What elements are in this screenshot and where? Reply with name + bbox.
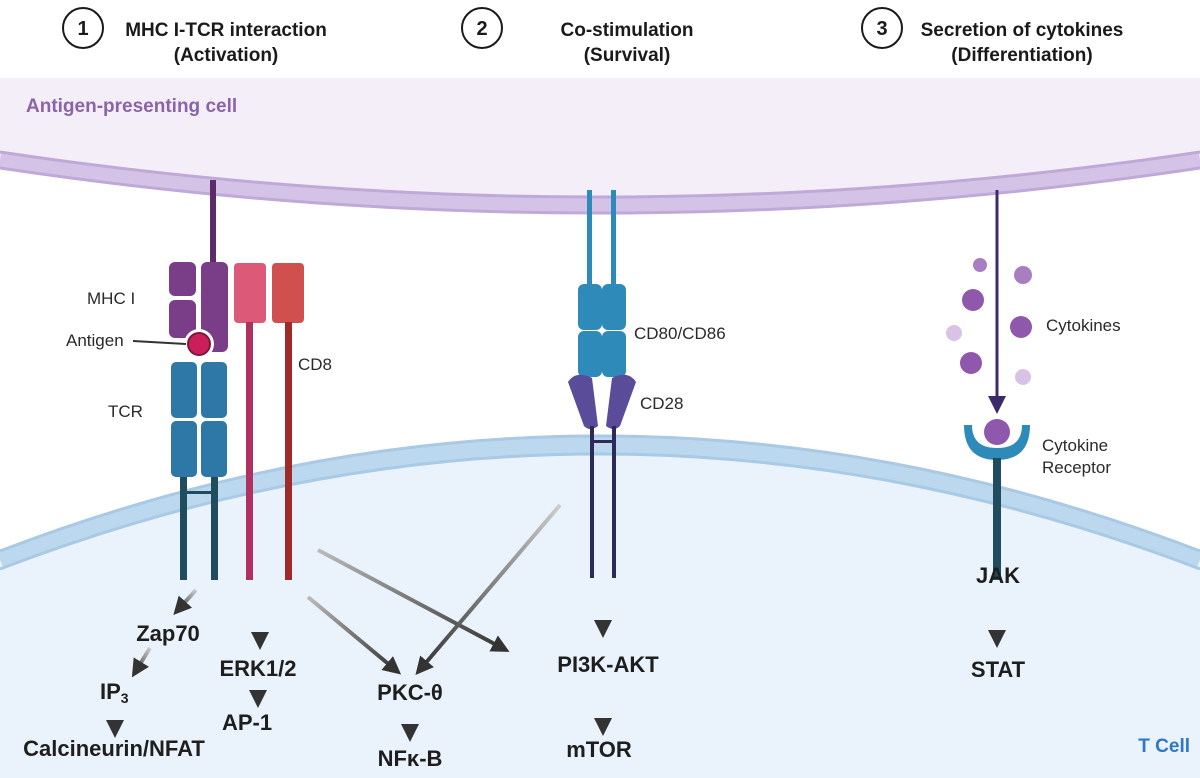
nfkb-label: NFκ-B [378, 746, 443, 771]
signaling-arrows [106, 503, 1006, 742]
step-3-number: 3 [876, 18, 887, 40]
step-3-header: 3 Secretion of cytokines (Differentiatio… [861, 7, 1124, 66]
cd8-complex [234, 263, 304, 580]
t-cell [0, 434, 1200, 778]
tcr-complex [171, 362, 227, 580]
tcr-label: TCR [108, 402, 143, 421]
step-2-number: 2 [476, 18, 487, 40]
arrow-cd8-to-pi3k [317, 548, 510, 652]
cytokine-particle [1014, 266, 1032, 284]
pkc-theta-label: PKC-θ [377, 680, 443, 705]
stat-label: STAT [971, 657, 1026, 682]
pi3k-akt-label: PI3K-AKT [557, 652, 659, 677]
step-3-subtitle: (Differentiation) [951, 45, 1092, 66]
cytokine-system [946, 190, 1032, 580]
cd80-cd28-complex [568, 190, 636, 578]
arrow-tcr-to-zap70 [173, 588, 198, 615]
cytokine-particle [1010, 316, 1032, 338]
arrow-zap70-to-ip3 [131, 646, 152, 678]
cytokine-particle [962, 289, 984, 311]
step-1-title: MHC I-TCR interaction [125, 20, 327, 41]
step-1-number: 1 [77, 18, 88, 40]
antigen-label: Antigen [66, 331, 124, 350]
cytokine-particle [973, 258, 987, 272]
cd8-label: CD8 [298, 355, 332, 374]
mhc-i-complex [169, 180, 228, 359]
step-2-header: 2 Co-stimulation (Survival) [461, 7, 694, 66]
step-2-subtitle: (Survival) [584, 45, 671, 66]
cytokine-particle [946, 325, 962, 341]
step-2-title: Co-stimulation [561, 20, 694, 41]
step-3-title: Secretion of cytokines [921, 20, 1124, 41]
apc-label: Antigen-presenting cell [26, 96, 237, 117]
mtor-label: mTOR [566, 737, 632, 762]
cytokine-particle [960, 352, 982, 374]
t-cell-label: T Cell [1138, 736, 1190, 757]
cytokine-particle [1015, 369, 1031, 385]
ip3-subscript: 3 [121, 690, 129, 706]
step-1-header: 1 MHC I-TCR interaction (Activation) [62, 7, 327, 66]
arrow-cd28-to-pkc [415, 503, 562, 676]
antigen-pointer [132, 340, 187, 345]
calcineurin-nfat-label: Calcineurin/NFAT [23, 736, 205, 761]
zap70-label: Zap70 [136, 621, 200, 646]
apc-cell [0, 78, 1200, 215]
ap1-label: AP-1 [222, 710, 272, 735]
jak-label: JAK [976, 563, 1020, 588]
cytokine-receptor-label-line1: Cytokine [1042, 436, 1108, 455]
cd28-label: CD28 [640, 394, 683, 413]
mhc-i-label: MHC I [87, 289, 135, 308]
step-1-subtitle: (Activation) [174, 45, 279, 66]
erk-label: ERK1/2 [219, 656, 296, 681]
ip3-label: IP3 [100, 679, 129, 706]
cd80-cd86-label: CD80/CD86 [634, 324, 726, 343]
cytokines-label: Cytokines [1046, 316, 1121, 335]
cytokine-receptor-label-line2: Receptor [1042, 458, 1111, 477]
ip3-main: IP [100, 679, 121, 704]
arrow-cd8-to-pkc [306, 595, 402, 675]
